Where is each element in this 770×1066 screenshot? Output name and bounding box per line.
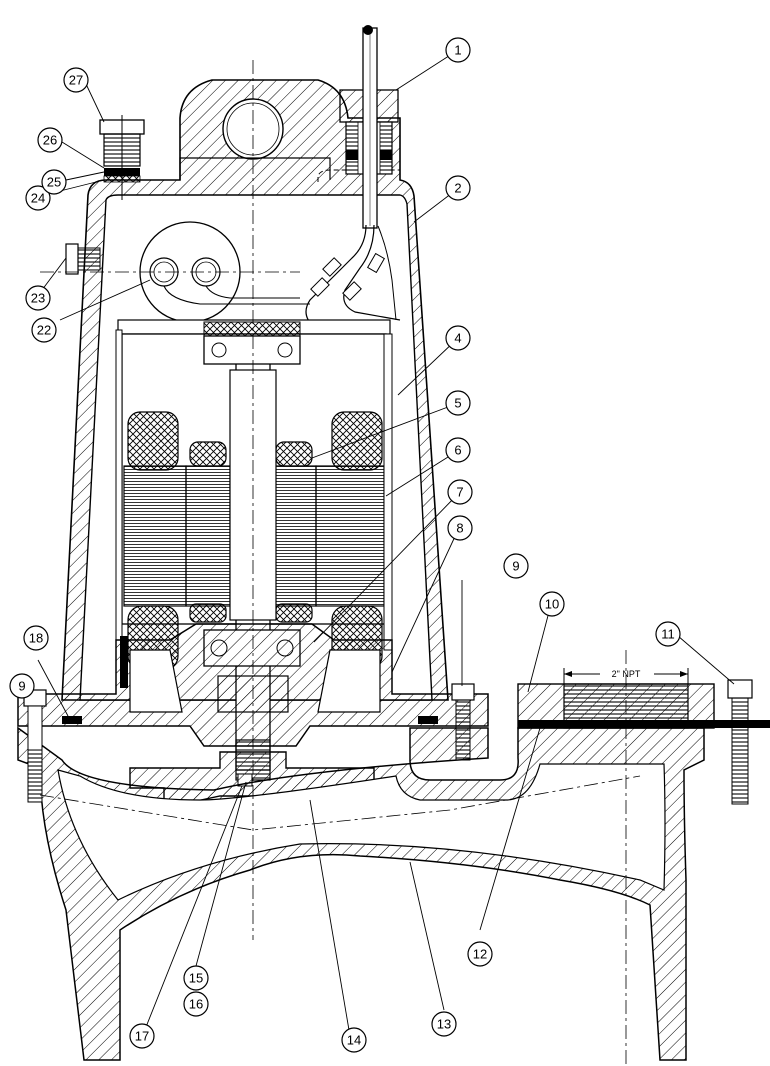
callout-label: 6 (454, 443, 461, 458)
callout-label: 7 (456, 485, 463, 500)
callout-27: 27 (63, 67, 89, 93)
cord-entry-fitting (305, 25, 401, 329)
callout-label: 5 (454, 396, 461, 411)
callout-8: 8 (447, 515, 473, 541)
callout-9-middle: 9 (503, 553, 529, 579)
callout-label: 1 (454, 43, 461, 58)
callout-label: 2 (454, 181, 461, 196)
volute-casing (17, 683, 770, 1061)
callout-label: 10 (545, 597, 559, 612)
callout-23: 23 (25, 285, 51, 311)
callout-label: 4 (454, 331, 461, 346)
callout-10: 10 (539, 591, 565, 617)
callout-17: 17 (129, 1023, 155, 1049)
callout-label: 18 (29, 631, 43, 646)
callout-16: 16 (183, 991, 209, 1017)
callout-label: 16 (189, 997, 203, 1012)
callout-label: 15 (189, 971, 203, 986)
callout-label: 23 (31, 291, 45, 306)
callout-11: 11 (655, 621, 681, 647)
callout-1: 1 (445, 37, 471, 63)
callout-25: 25 (41, 169, 67, 195)
callout-label: 24 (31, 191, 45, 206)
callout-label: 9 (18, 679, 25, 694)
callout-14: 14 (341, 1027, 367, 1053)
callout-2: 2 (445, 175, 471, 201)
callout-label: 17 (135, 1029, 149, 1044)
callout-13: 13 (431, 1011, 457, 1037)
callout-24: 24 (25, 185, 51, 211)
callout-label: 26 (43, 133, 57, 148)
callout-label: 14 (347, 1033, 361, 1048)
callout-9-left: 9 (9, 673, 35, 699)
bolt-middle (451, 683, 475, 761)
callout-label: 9 (512, 559, 519, 574)
callout-label: 27 (69, 73, 83, 88)
side-plug (65, 243, 101, 275)
callout-15: 15 (183, 965, 209, 991)
leader-lines (37, 51, 735, 1037)
callout-label: 22 (37, 323, 51, 338)
callout-7: 7 (447, 479, 473, 505)
fill-plug-assembly (99, 115, 145, 200)
callout-label: 13 (437, 1017, 451, 1032)
callout-label: 25 (47, 175, 61, 190)
volute-center-line (39, 775, 641, 831)
callout-5: 5 (445, 390, 471, 416)
callout-18: 18 (23, 625, 49, 651)
callout-label: 12 (473, 947, 487, 962)
bolt-right (727, 679, 753, 805)
callout-4: 4 (445, 325, 471, 351)
npt-dimension: 2" NPT (563, 668, 689, 684)
npt-dimension-label: 2" NPT (612, 669, 641, 679)
callout-12: 12 (467, 941, 493, 967)
callout-label: 8 (456, 521, 463, 536)
callout-6: 6 (445, 437, 471, 463)
callout-26: 26 (37, 127, 63, 153)
callout-label: 11 (661, 627, 675, 642)
callout-22: 22 (31, 317, 57, 343)
